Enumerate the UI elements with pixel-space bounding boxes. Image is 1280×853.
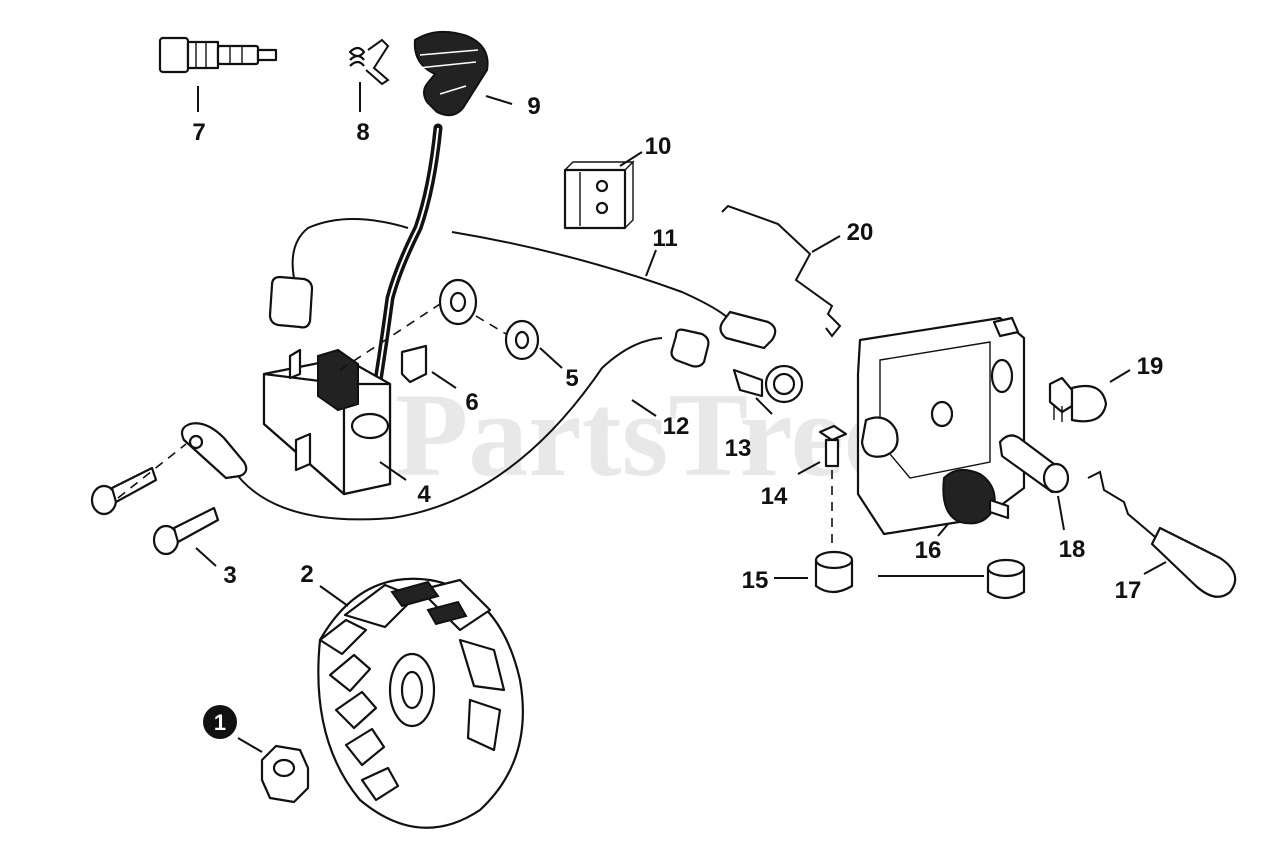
part-5-washers[interactable] [438, 278, 540, 361]
callout-6[interactable]: 6 [465, 389, 478, 416]
part-2-flywheel[interactable] [317, 577, 524, 829]
callout-14[interactable]: 14 [761, 483, 788, 510]
callout-3[interactable]: 3 [223, 562, 236, 589]
callout-5[interactable]: 5 [565, 365, 578, 392]
part-17-choke-rod[interactable] [1087, 470, 1237, 598]
part-7-spark-plug[interactable] [158, 36, 278, 74]
part-18-sleeve[interactable] [998, 434, 1070, 494]
part-14-pin[interactable] [818, 424, 848, 468]
part-19-primer-bulb[interactable] [1048, 376, 1108, 423]
callout-7[interactable]: 7 [192, 119, 205, 146]
switch-bracket [856, 316, 1026, 536]
callout-4[interactable]: 4 [417, 481, 431, 508]
watermark: PartsTree [395, 368, 897, 501]
callout-20[interactable]: 20 [847, 219, 874, 246]
leader-lines [195, 82, 1167, 753]
part-20-throttle-rod[interactable] [721, 204, 842, 338]
part-4-ignition-coil[interactable] [262, 348, 392, 496]
part-12-ground-wire[interactable] [180, 328, 710, 521]
callout-1[interactable]: 1 [214, 710, 226, 735]
part-1-flange-nut[interactable] [260, 744, 310, 804]
callout-17[interactable]: 17 [1115, 577, 1142, 604]
callout-1-badge [203, 705, 237, 739]
callout-labels: 1 2 3 4 5 6 7 8 9 10 11 12 13 14 15 16 1… [192, 93, 1163, 739]
part-8-spring-clip[interactable] [348, 38, 390, 86]
callout-16[interactable]: 16 [915, 537, 942, 564]
part-10-block[interactable] [563, 160, 635, 230]
callout-10[interactable]: 10 [645, 133, 672, 160]
part-3-screws[interactable] [90, 466, 220, 556]
callout-11[interactable]: 11 [652, 225, 677, 252]
part-9-spark-plug-boot[interactable] [413, 30, 489, 117]
callout-13[interactable]: 13 [725, 435, 752, 462]
callout-12[interactable]: 12 [663, 413, 690, 440]
part-6-terminal-clip[interactable] [400, 344, 428, 384]
part-13-ring-terminal[interactable] [732, 364, 804, 404]
part-15-spacers[interactable] [814, 550, 1026, 600]
part-16-stop-switch[interactable] [942, 468, 1010, 525]
callout-18[interactable]: 18 [1059, 536, 1086, 563]
callout-8[interactable]: 8 [356, 119, 369, 146]
callout-2[interactable]: 2 [300, 561, 313, 588]
callout-19[interactable]: 19 [1137, 353, 1164, 380]
callout-15[interactable]: 15 [742, 567, 769, 594]
callout-9[interactable]: 9 [527, 93, 540, 120]
coil-lead-terminal [268, 218, 409, 329]
part-11-stop-wire[interactable] [451, 231, 777, 350]
